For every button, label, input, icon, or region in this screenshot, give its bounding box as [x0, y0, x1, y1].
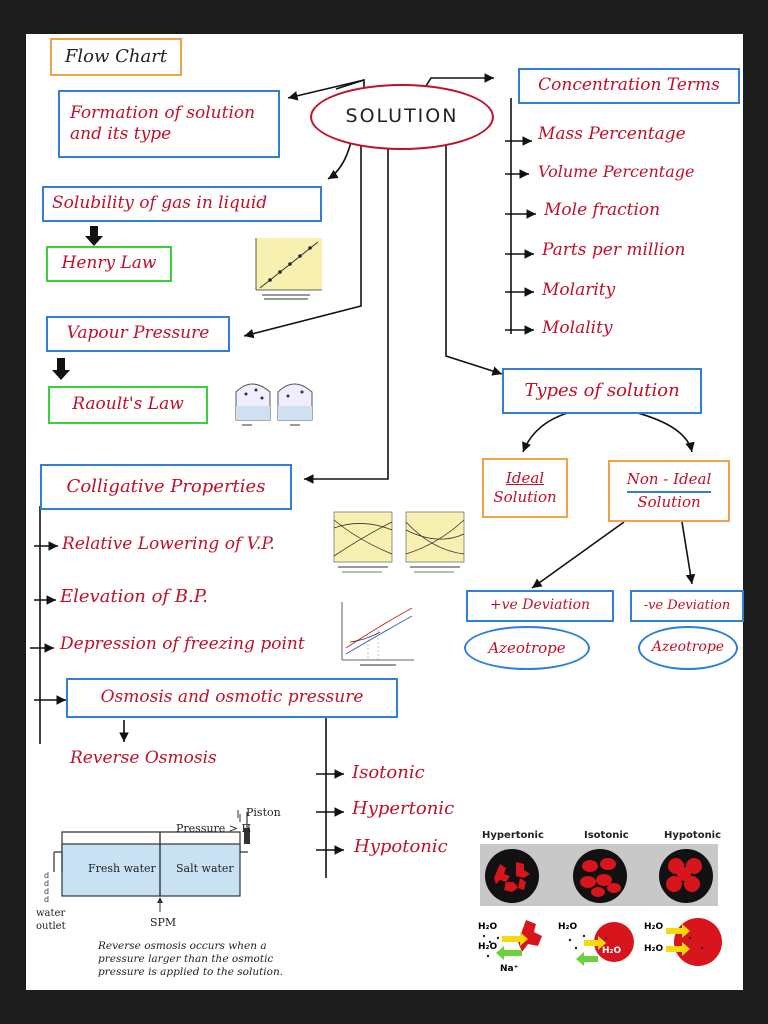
concentration-terms-box: Concentration Terms — [518, 68, 740, 104]
cells-header-hypotonic: Hypotonic — [664, 830, 722, 841]
colligative-item-depression: Depression of freezing point — [60, 634, 305, 654]
freezing-point-graph — [341, 602, 414, 666]
cells-illustration — [480, 844, 722, 966]
concentration-item-ppm: Parts per million — [542, 240, 686, 260]
non-ideal-solution-box: Non - Ideal Solution — [608, 460, 730, 522]
tonicity-hypotonic: Hypotonic — [354, 836, 448, 857]
caption-line-2: pressure larger than the osmotic — [98, 953, 274, 966]
concentration-item-molarity: Molarity — [542, 280, 616, 300]
water-outlet-line-2: outlet — [36, 920, 66, 932]
mind-map-sheet: Flow Chart SOLUTION Formation of solutio… — [26, 34, 744, 990]
concentration-item-molality: Molality — [542, 318, 613, 338]
colligative-properties-label: Colligative Properties — [66, 475, 266, 497]
osmosis-box: Osmosis and osmotic pressure — [66, 678, 398, 718]
azeotrope-negative-label: Azeotrope — [651, 639, 725, 656]
ideal-solution-box: Ideal Solution — [482, 458, 568, 518]
colligative-item-rlvp: Relative Lowering of V.P. — [62, 534, 275, 554]
negative-deviation-label: -ve Deviation — [643, 597, 731, 613]
vapour-pressure-deviation-graphs — [333, 511, 465, 573]
h2o-label-5: H₂O — [644, 922, 664, 932]
colligative-properties-box: Colligative Properties — [40, 464, 292, 510]
cells-header-isotonic: Isotonic — [584, 830, 629, 841]
water-outlet-label: water outlet — [36, 908, 66, 933]
solubility-label: Solubility of gas in liquid — [52, 193, 268, 214]
h2o-label-6: H₂O — [644, 944, 664, 954]
colligative-item-elevation: Elevation of B.P. — [60, 586, 208, 607]
vapour-pressure-label: Vapour Pressure — [66, 323, 210, 344]
h2o-label-1: H₂O — [478, 922, 498, 932]
connector-arrows — [30, 73, 696, 878]
svg-text:d: d — [44, 871, 49, 880]
flow-chart-title-box: Flow Chart — [50, 38, 182, 76]
tonicity-hypertonic: Hypertonic — [352, 798, 455, 819]
solution-node: SOLUTION — [310, 84, 494, 150]
vapour-pressure-setup-thumbnail — [235, 383, 313, 426]
flow-chart-title: Flow Chart — [64, 45, 168, 67]
henry-law-graph-thumbnail — [255, 238, 322, 300]
water-outlet-line-1: water — [36, 908, 66, 919]
pressure-label: Pressure > Π — [176, 822, 252, 835]
fresh-water-label: Fresh water — [88, 862, 156, 875]
solution-label: SOLUTION — [345, 105, 459, 128]
reverse-osmosis-caption: Reverse osmosis occurs when a pressure l… — [98, 940, 283, 979]
henry-law-box: Henry Law — [46, 246, 172, 282]
positive-deviation-box: +ve Deviation — [466, 590, 614, 622]
spm-label: SPM — [150, 916, 177, 929]
vapour-pressure-box: Vapour Pressure — [46, 316, 230, 352]
azeotrope-positive-ellipse: Azeotrope — [464, 626, 590, 670]
reverse-osmosis-label: Reverse Osmosis — [70, 748, 217, 768]
salt-water-label: Salt water — [176, 862, 234, 875]
osmosis-label: Osmosis and osmotic pressure — [100, 687, 364, 708]
formation-line-1: Formation of solution — [70, 102, 256, 123]
formation-line-2: and its type — [70, 124, 172, 144]
formation-box: Formation of solution and its type — [58, 90, 280, 158]
tonicity-isotonic: Isotonic — [352, 762, 425, 783]
svg-text:d: d — [44, 895, 49, 904]
cells-header-hypertonic: Hypertonic — [482, 830, 544, 841]
negative-deviation-box: -ve Deviation — [630, 590, 744, 622]
non-ideal-line-2: Solution — [637, 493, 701, 511]
solubility-box: Solubility of gas in liquid — [42, 186, 322, 222]
h2o-label-3: H₂O — [558, 922, 578, 932]
caption-line-1: Reverse osmosis occurs when a — [98, 940, 267, 952]
raoult-law-box: Raoult's Law — [48, 386, 208, 424]
ideal-line-2: Solution — [493, 488, 557, 506]
red-blood-cells-figure: Hypertonic Isotonic Hypotonic — [476, 828, 722, 988]
non-ideal-line-1: Non - Ideal — [626, 470, 712, 493]
henry-law-label: Henry Law — [61, 253, 157, 274]
na-label: Na⁺ — [500, 964, 519, 974]
azeotrope-negative-ellipse: Azeotrope — [638, 626, 738, 670]
concentration-item-volume: Volume Percentage — [538, 162, 695, 181]
svg-text:d: d — [44, 879, 49, 888]
ideal-line-1: Ideal — [505, 469, 545, 488]
piston-label: Piston — [246, 806, 281, 819]
types-of-solution-box: Types of solution — [502, 368, 702, 414]
concentration-item-mole: Mole fraction — [544, 200, 661, 220]
svg-text:d: d — [44, 887, 49, 896]
raoult-law-label: Raoult's Law — [72, 394, 184, 415]
concentration-item-mass: Mass Percentage — [538, 124, 686, 144]
azeotrope-positive-label: Azeotrope — [488, 638, 566, 657]
h2o-label-2: H₂O — [478, 942, 498, 952]
concentration-terms-label: Concentration Terms — [538, 75, 720, 96]
caption-line-3: pressure is applied to the solution. — [98, 966, 284, 979]
positive-deviation-label: +ve Deviation — [489, 597, 591, 614]
h2o-label-4: H₂O — [602, 946, 622, 956]
types-of-solution-label: Types of solution — [524, 379, 680, 401]
